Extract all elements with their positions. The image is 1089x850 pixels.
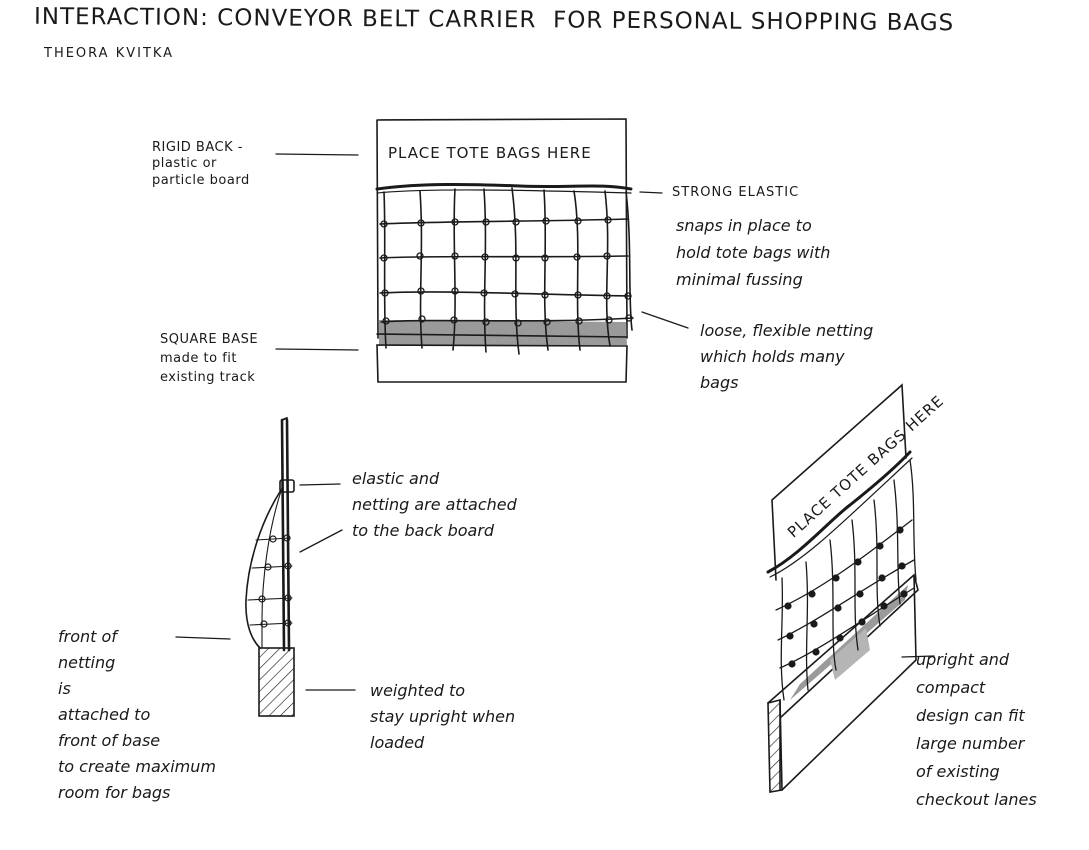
annotation-strong-elastic-heading: STRONG ELASTIC — [672, 185, 800, 200]
side-netting-knots — [258, 534, 292, 628]
side-netting-bulge — [245, 489, 282, 649]
annotation-rigid-back: RIGID BACK - plastic or particle board — [152, 140, 250, 188]
annotation-upright-compact: upright and compact design can fit large… — [916, 650, 1037, 809]
front-leader-lines — [275, 153, 689, 351]
annotation-strong-elastic-body: snaps in place to hold tote bags with mi… — [676, 216, 831, 289]
front-base-shading — [379, 320, 627, 345]
side-view-drawing — [175, 417, 356, 717]
annotation-weighted: weighted to stay upright when loaded — [370, 681, 516, 752]
side-weighted-base — [258, 647, 295, 717]
front-elastic-band — [375, 182, 633, 191]
author-name: THEORA KVITKA — [44, 46, 175, 61]
front-netting-horizontal — [379, 218, 634, 323]
perspective-leader-line — [901, 655, 935, 658]
front-netting-vertical — [383, 187, 633, 355]
side-leader-lines — [175, 483, 356, 691]
annotation-square-base: SQUARE BASE made to fit existing track — [160, 332, 259, 385]
perspective-view-drawing — [766, 383, 935, 793]
front-netting-knots — [380, 216, 633, 327]
annotation-elastic-attached: elastic and netting are attached to the … — [352, 469, 517, 540]
side-elastic-clip — [279, 479, 295, 493]
front-view-drawing — [275, 118, 689, 383]
perspective-elastic-band — [766, 450, 912, 574]
perspective-netting-vertical — [780, 459, 917, 701]
annotation-loose-netting: loose, flexible netting which holds many… — [700, 321, 874, 392]
perspective-netting-knots — [784, 526, 908, 668]
front-back-board — [376, 118, 628, 339]
front-base — [376, 333, 628, 383]
annotation-front-netting: front of netting is attached to front of… — [58, 627, 216, 802]
front-board-label: PLACE TOTE BAGS HERE — [388, 144, 592, 162]
